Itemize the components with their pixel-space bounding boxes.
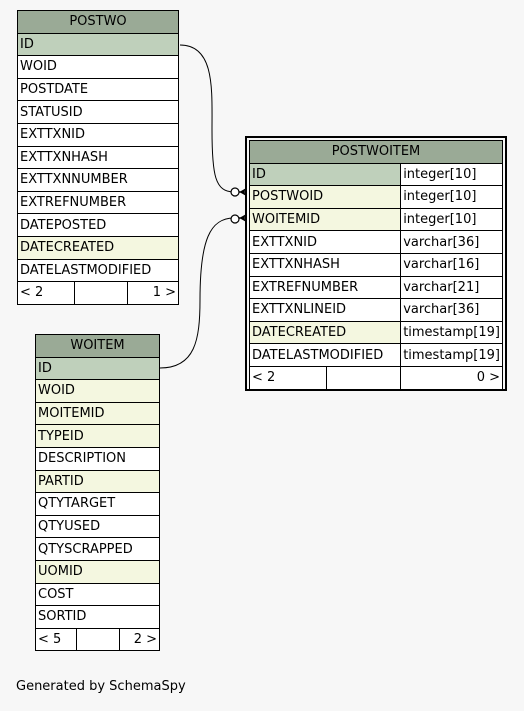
column-row[interactable]: UOMID (35, 559, 160, 584)
column-row[interactable]: TYPEID (35, 424, 160, 448)
column-name[interactable]: WOITEMID (248, 207, 402, 232)
column-name[interactable]: EXTREFNUMBER (248, 275, 402, 300)
parents-link[interactable]: < 5 (35, 627, 77, 652)
column-row[interactable]: DATECREATED (17, 235, 179, 260)
column-name[interactable]: EXTTXNID (248, 230, 402, 254)
table-header[interactable]: POSTWOITEM (249, 140, 503, 164)
parents-link[interactable]: < 2 (248, 365, 328, 390)
column-name[interactable]: ID (248, 162, 402, 187)
woitem-table[interactable]: WOITEM ID WOID MOITEMID TYPEID DESCRIPTI… (35, 334, 160, 652)
column-row[interactable]: QTYUSED (35, 514, 160, 539)
column-type: integer[10] (400, 162, 503, 187)
column-row[interactable]: POSTDATE (17, 77, 179, 102)
column-row[interactable]: EXTTXNID (17, 122, 179, 147)
column-type: varchar[16] (400, 252, 503, 277)
relationship-circle-postwo-postwoitem (230, 187, 240, 197)
table-header[interactable]: WOITEM (35, 334, 160, 358)
column-row[interactable]: DATEPOSTED (17, 213, 179, 237)
column-row[interactable]: SORTID (35, 605, 160, 629)
children-link[interactable]: 0 > (400, 365, 503, 390)
parents-link[interactable]: < 2 (17, 281, 75, 305)
column-type: varchar[36] (400, 298, 503, 322)
column-type: integer[10] (400, 207, 503, 232)
column-row[interactable]: ID (35, 356, 160, 381)
column-row[interactable]: EXTTXNHASH (17, 145, 179, 170)
column-type: timestamp[19] (400, 343, 503, 367)
column-type: timestamp[19] (400, 320, 503, 345)
children-link[interactable]: 2 > (119, 627, 160, 652)
column-name[interactable]: DATECREATED (248, 320, 402, 345)
column-name[interactable]: EXTTXNHASH (248, 252, 402, 277)
column-row[interactable]: WOID (35, 379, 160, 403)
column-row[interactable]: EXTTXNNUMBER (17, 168, 179, 192)
column-row[interactable]: PARTID (35, 469, 160, 494)
column-row[interactable]: WOID (17, 55, 179, 79)
relationship-circle-woitem-postwoitem (230, 214, 240, 224)
column-row[interactable]: QTYTARGET (35, 492, 160, 516)
column-name[interactable]: EXTTXNLINEID (248, 298, 402, 322)
footer-spacer (74, 281, 128, 305)
column-name[interactable]: DATELASTMODIFIED (248, 343, 402, 367)
column-row[interactable]: DESCRIPTION (35, 446, 160, 471)
postwo-table[interactable]: POSTWO ID WOID POSTDATE STATUSID EXTTXNI… (17, 10, 179, 305)
column-row[interactable]: DATELASTMODIFIED (17, 258, 179, 283)
column-row[interactable]: ID (17, 32, 179, 57)
footer-spacer (76, 627, 120, 652)
column-row[interactable]: COST (35, 582, 160, 607)
column-row[interactable]: QTYSCRAPPED (35, 537, 160, 561)
column-name[interactable]: POSTWOID (248, 185, 402, 209)
column-row[interactable]: STATUSID (17, 100, 179, 124)
column-type: varchar[21] (400, 275, 503, 300)
footer-spacer (326, 365, 402, 390)
column-row[interactable]: EXTREFNUMBER (17, 190, 179, 215)
column-row[interactable]: MOITEMID (35, 401, 160, 426)
postwoitem-table-frame: POSTWOITEM ID integer[10] POSTWOID integ… (245, 136, 507, 391)
relationship-line-woitem-postwoitem (159, 217, 248, 369)
generated-by-label: Generated by SchemaSpy (16, 679, 186, 694)
column-type: integer[10] (400, 185, 503, 209)
table-header[interactable]: POSTWO (17, 10, 179, 34)
relationship-line-postwo-postwoitem (179, 44, 248, 193)
column-type: varchar[36] (400, 230, 503, 254)
postwoitem-table[interactable]: POSTWOITEM ID integer[10] POSTWOID integ… (248, 140, 503, 390)
children-link[interactable]: 1 > (127, 281, 179, 305)
